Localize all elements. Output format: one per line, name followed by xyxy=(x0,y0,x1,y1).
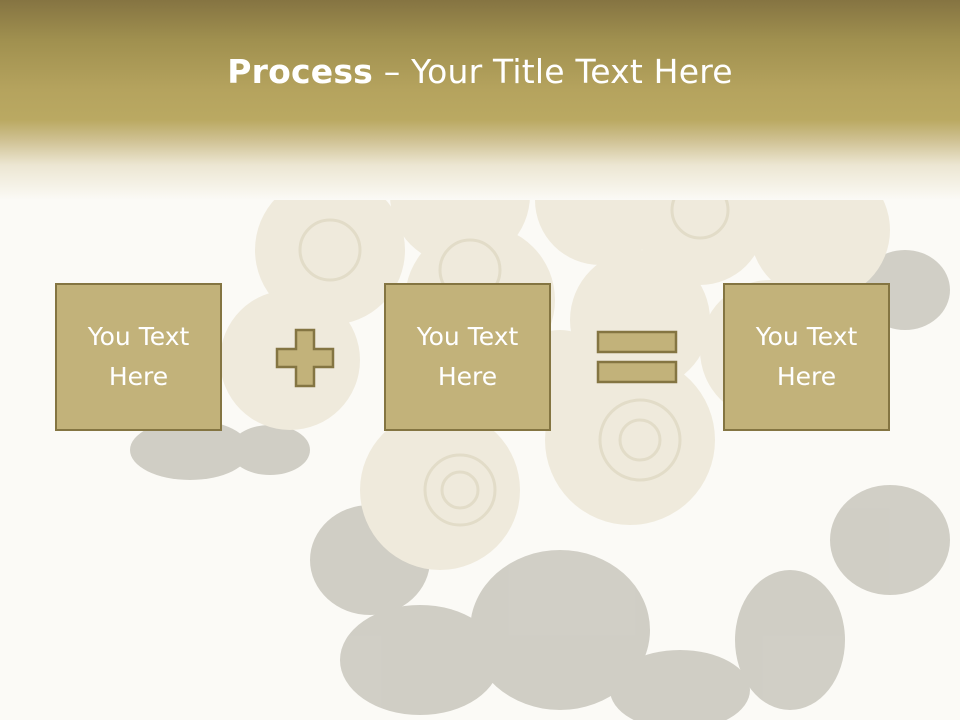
process-box-3[interactable]: You Text Here xyxy=(723,283,890,431)
plus-icon xyxy=(275,328,335,388)
header-band xyxy=(0,0,960,200)
process-box-1[interactable]: You Text Here xyxy=(55,283,222,431)
process-box-3-text: You Text Here xyxy=(755,322,858,391)
process-box-1-text: You Text Here xyxy=(87,322,190,391)
title-bold-part: Process xyxy=(227,52,374,91)
title-rest-part: – Your Title Text Here xyxy=(373,52,733,91)
process-box-2[interactable]: You Text Here xyxy=(384,283,551,431)
slide-title: Process – Your Title Text Here xyxy=(0,52,960,91)
process-box-2-text: You Text Here xyxy=(416,322,519,391)
equals-icon xyxy=(596,330,678,384)
